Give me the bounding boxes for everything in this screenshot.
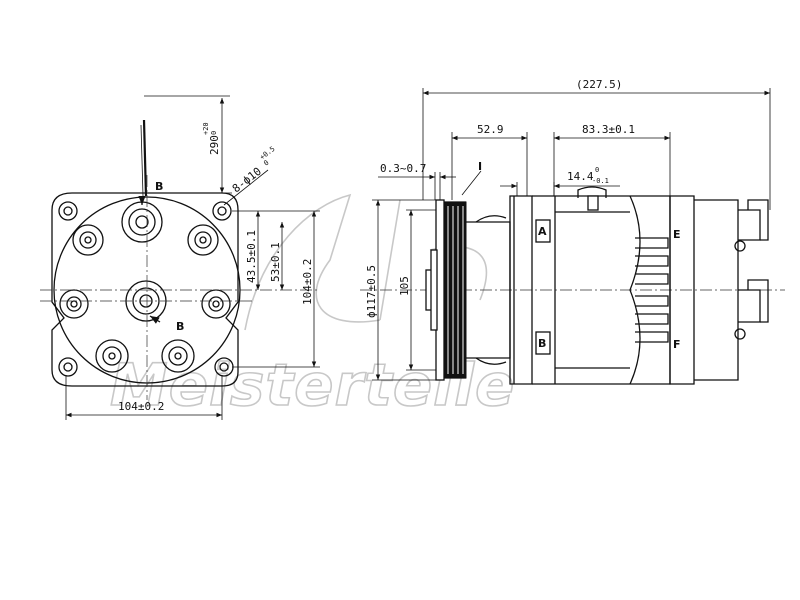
mounting-hole [58, 201, 78, 221]
dim-gap: 0.3~0.7 [380, 162, 426, 175]
side-view: (227.5) 52.9 83.3±0.1 0.3~0.7 I 14.4 0 -… [360, 78, 785, 385]
clutch-pulley [425, 199, 467, 381]
label-b-top: B [155, 180, 163, 193]
port-a-label: A [538, 225, 547, 238]
dim-105: 105 [398, 276, 411, 296]
mounting-hole [212, 201, 232, 221]
dim-wire-tol-lower: 0 [210, 131, 218, 135]
port-f-label: F [673, 338, 681, 351]
dim-wire-tol-upper: +20 [202, 122, 210, 135]
front-view: B B 290 +20 0 8-ϕ10 +0.5 0 43.5±0.1 53±0… [40, 95, 320, 420]
dim-14-4-tol-lower: -0.1 [592, 177, 609, 185]
dim-14-4-tol-upper: 0 [595, 166, 599, 174]
port-b-label: B [538, 337, 546, 350]
mounting-hole [58, 357, 78, 377]
dim-104-vertical: 104±0.2 [301, 259, 314, 305]
compressor-rear-head [669, 195, 695, 385]
dim-holes-tol-upper: +0.5 [258, 145, 276, 162]
dim-83-3: 83.3±0.1 [582, 123, 635, 136]
port-e-label: E [673, 228, 681, 241]
dim-14-4: 14.4 [567, 170, 594, 183]
dim-phi117: ϕ117±0.5 [365, 265, 378, 318]
dim-wire-length: 290 [208, 135, 221, 155]
dim-104-horizontal: 104±0.2 [118, 400, 164, 413]
cylinder-bosses [59, 201, 231, 373]
dim-holes-tol-lower: 0 [262, 159, 270, 168]
dim-43-5: 43.5±0.1 [245, 230, 258, 283]
label-detail-i: I [478, 160, 482, 173]
mounting-holes [58, 201, 234, 377]
dim-overall-length: (227.5) [576, 78, 622, 91]
cylinder-fins [635, 237, 669, 343]
label-b-mid: B [176, 320, 184, 333]
dim-53: 53±0.1 [269, 242, 282, 282]
dim-52-9: 52.9 [477, 123, 504, 136]
dim-holes: 8-ϕ10 [230, 165, 264, 196]
